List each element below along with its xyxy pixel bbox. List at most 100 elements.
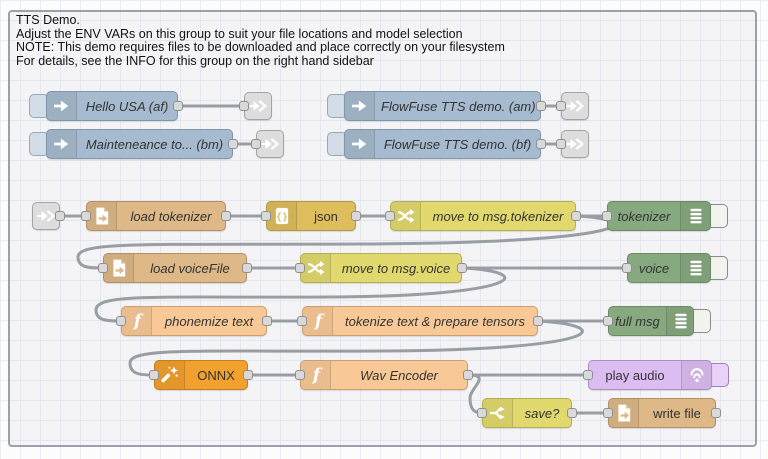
magic-wand-icon [155,361,185,389]
group-label-line-2: Adjust the ENV VARs on this group to sui… [16,26,463,41]
node-inject-flowfuse-tts-demo-bf[interactable]: FlowFuse TTS demo. (bf) [344,129,541,159]
svg-text:f: f [311,366,322,384]
input-port[interactable] [583,370,593,380]
node-debug-voice[interactable]: voice [627,253,711,283]
input-port[interactable] [149,370,159,380]
node-tokenize-text-prepare-tensors[interactable]: f tokenize text & prepare tensors [302,306,538,336]
input-port[interactable] [239,101,249,111]
node-phonemize-text[interactable]: f phonemize text [121,306,267,336]
output-port[interactable] [228,139,238,149]
node-label: Mainteneance to... (bm) [85,136,224,152]
input-port[interactable] [556,139,566,149]
node-label: load voiceFile [150,260,230,276]
input-port[interactable] [295,370,305,380]
output-port[interactable] [533,316,543,326]
output-port[interactable] [242,263,252,273]
inject-arrow-icon [47,92,77,120]
shuffle-icon [391,202,421,230]
node-onnx[interactable]: ONNX [154,360,248,390]
input-port[interactable] [556,101,566,111]
link-arrow-icon [249,97,267,115]
input-port[interactable] [98,263,108,273]
svg-text:f: f [313,312,324,330]
output-port[interactable] [173,101,183,111]
input-port[interactable] [251,139,261,149]
link-arrow-icon [566,135,584,153]
function-f-icon: f [303,307,333,335]
svg-text:f: f [132,312,143,330]
output-port[interactable] [567,408,577,418]
node-label: load tokenizer [130,208,212,224]
node-wav-encoder[interactable]: f Wav Encoder [300,360,468,390]
group-label-line-3: NOTE: This demo requires files to be dow… [16,40,505,54]
node-label: FlowFuse TTS demo. (bf) [383,136,532,152]
output-port[interactable] [221,211,231,221]
function-f-icon: f [301,361,331,389]
output-port[interactable] [711,408,721,418]
link-arrow-icon [37,207,55,225]
node-label: Wav Encoder [360,367,438,383]
node-label: tokenizer [617,208,671,224]
output-port[interactable] [536,101,546,111]
node-move-to-msg-voice[interactable]: move to msg.voice [300,253,462,283]
input-port[interactable] [603,408,613,418]
function-f-icon: f [122,307,152,335]
node-load-voicefile[interactable]: load voiceFile [103,253,247,283]
node-json[interactable]: {}json [266,201,356,231]
input-port[interactable] [295,263,305,273]
svg-text:{}: {} [275,212,287,223]
node-label: write file [653,405,701,421]
node-inject-maintenance-to-bm[interactable]: Mainteneance to... (bm) [46,129,233,159]
output-port[interactable] [243,370,253,380]
inject-arrow-icon [345,92,375,120]
input-port[interactable] [385,211,395,221]
wire[interactable] [94,266,507,323]
input-port[interactable] [261,211,271,221]
node-label: voice [638,260,670,276]
group-label-line-4: For details, see the INFO for this group… [16,53,374,68]
input-port[interactable] [603,316,613,326]
inject-arrow-icon [47,130,77,158]
output-port[interactable] [571,211,581,221]
output-port[interactable] [463,370,473,380]
node-inject-flowfuse-tts-demo-am[interactable]: FlowFuse TTS demo. (am) [344,91,541,121]
node-play-audio[interactable]: play audio [588,360,712,390]
group-label: TTS Demo. Adjust the ENV VARs on this gr… [16,13,505,68]
output-port[interactable] [262,316,272,326]
link-arrow-icon [566,97,584,115]
node-label: phonemize text [164,313,254,329]
output-port[interactable] [457,263,467,273]
wire[interactable] [466,373,484,415]
node-move-to-msg-tokenizer[interactable]: move to msg.tokenizer [390,201,576,231]
node-load-tokenizer[interactable]: load tokenizer [86,201,226,231]
input-port[interactable] [477,408,487,418]
node-inject-hello-usa-af[interactable]: Hello USA (af) [46,91,178,121]
output-port[interactable] [351,211,361,221]
input-port[interactable] [116,316,126,326]
file-icon [87,202,117,230]
node-switch-save[interactable]: save? [482,398,572,428]
node-label: tokenize text & prepare tensors [345,313,525,329]
node-label: Hello USA (af) [85,98,169,114]
input-port[interactable] [602,211,612,221]
node-label: FlowFuse TTS demo. (am) [381,98,536,114]
output-port[interactable] [55,211,65,221]
input-port[interactable] [297,316,307,326]
node-debug-tokenizer[interactable]: tokenizer [607,201,711,231]
input-port[interactable] [81,211,91,221]
output-port[interactable] [536,139,546,149]
file-icon [609,399,639,427]
fork-icon [483,399,513,427]
wire[interactable] [128,319,584,377]
node-write-file[interactable]: write file [608,398,716,428]
json-braces-icon: {} [267,202,297,230]
node-label: ONNX [197,367,235,383]
debug-list-icon [680,254,710,282]
node-label: play audio [605,367,665,383]
node-label: save? [524,405,560,421]
debug-list-icon [665,307,693,335]
input-port[interactable] [622,263,632,273]
audio-waves-icon [681,361,711,389]
node-debug-full-msg[interactable]: full msg [608,306,694,336]
